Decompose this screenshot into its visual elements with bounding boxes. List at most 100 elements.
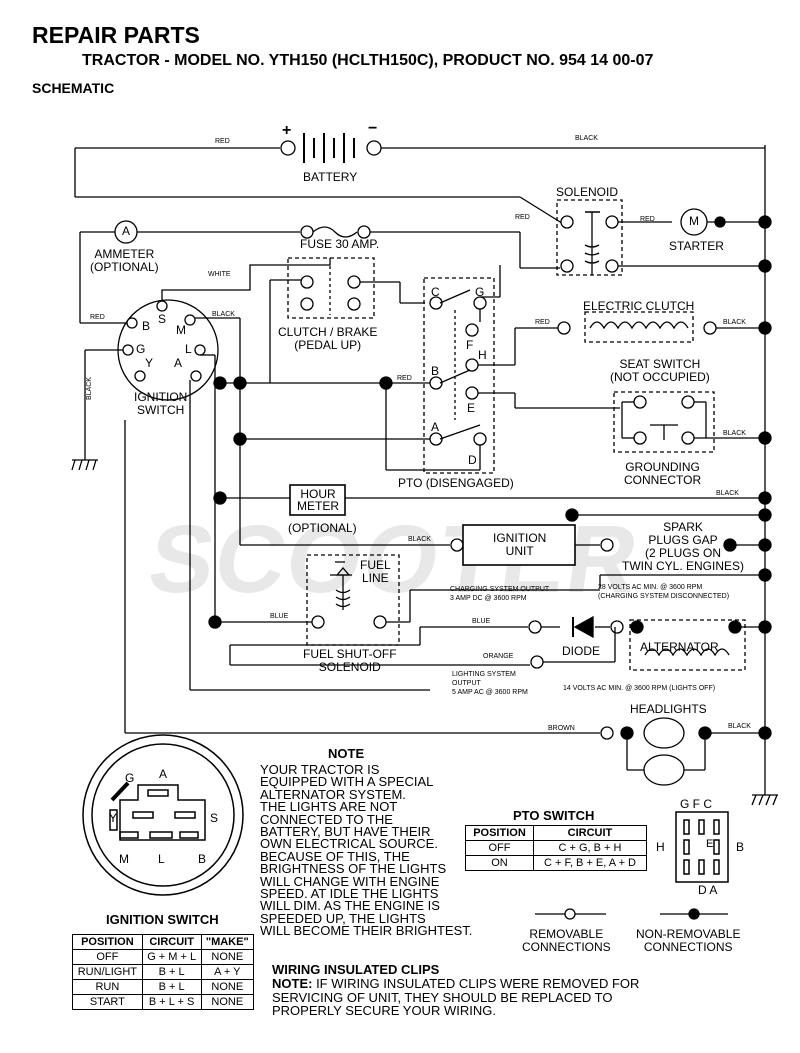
- pto-diagram-top: G F C: [680, 797, 712, 811]
- table-row: ON C + F, B + E, A + D: [465, 855, 648, 871]
- volts28-note: 28 VOLTS AC MIN. @ 3600 RPM (CHARGING SY…: [598, 584, 730, 600]
- ign-col-make: "MAKE": [200, 934, 255, 950]
- pto-switch-table: POSITION CIRCUIT OFF C + G, B + H ON C +…: [465, 825, 648, 871]
- wire-label: RED: [640, 216, 655, 223]
- pto-col-position: POSITION: [465, 825, 534, 841]
- pto-pin-c: C: [431, 285, 440, 299]
- note-line: THE LIGHTS ARE NOT: [260, 799, 398, 815]
- starter-label: STARTER: [669, 239, 724, 253]
- fuel-solenoid-label: FUEL SHUT-OFF SOLENOID: [303, 647, 397, 674]
- section-heading: SCHEMATIC: [32, 80, 115, 96]
- battery-plus: +: [282, 122, 292, 139]
- pto-pin-b: B: [431, 364, 440, 378]
- alternator-label: ALTERNATOR: [640, 640, 719, 654]
- note-line: WILL DIM. AS THE ENGINE IS: [260, 898, 440, 914]
- charging-output-note: CHARGING SYSTEM OUTPUT 3 AMP DC @ 3600 R…: [450, 586, 550, 602]
- table-cell: C + G, B + H: [532, 840, 648, 856]
- ign-diagram-a: A: [159, 767, 168, 781]
- note-line: WILL BECOME THEIR BRIGHTEST.: [260, 923, 473, 939]
- pto-table-title: PTO SWITCH: [513, 808, 595, 823]
- note-line: BECAUSE OF THIS, THE: [260, 848, 410, 864]
- wire-label: BLACK: [716, 490, 739, 497]
- legend-removable: REMOVABLE CONNECTIONS: [522, 927, 611, 954]
- battery-label: BATTERY: [303, 170, 358, 184]
- wire-label: BROWN: [548, 725, 575, 732]
- table-cell: RUN: [72, 979, 143, 995]
- wire-label: RED: [215, 138, 230, 145]
- wire-label: RED: [535, 319, 550, 326]
- table-cell: B + L: [141, 979, 202, 995]
- electric-clutch-label: ELECTRIC CLUTCH: [583, 299, 695, 313]
- wire-label: BLACK: [728, 723, 751, 730]
- wire-label: RED: [90, 314, 105, 321]
- table-cell: A + Y: [200, 964, 255, 980]
- spark-plugs-label: SPARK PLUGS GAP (2 PLUGS ON TWIN CYL. EN…: [622, 520, 745, 573]
- grounding-connector-label: GROUNDING CONNECTOR: [624, 460, 702, 487]
- pto-pin-h: H: [478, 348, 487, 362]
- table-cell: B + L + S: [141, 994, 202, 1010]
- note-line: WILL CHANGE WITH ENGINE: [260, 873, 440, 889]
- table-cell: OFF: [72, 949, 143, 965]
- table-cell: B + L: [141, 964, 202, 980]
- ignition-switch-label: IGNITION SWITCH: [134, 390, 188, 417]
- ign-diagram-m: M: [119, 852, 129, 866]
- table-row: START B + L + S NONE: [72, 994, 255, 1010]
- table-row: OFF C + G, B + H: [465, 840, 648, 856]
- solenoid-label: SOLENOID: [556, 185, 619, 199]
- ign-pin-a: A: [174, 356, 183, 370]
- pto-diagram-left: H: [656, 840, 665, 854]
- lighting-output-note: LIGHTING SYSTEM OUTPUT 5 AMP AC @ 3600 R…: [452, 671, 528, 696]
- pto-col-circuit: CIRCUIT: [532, 825, 648, 841]
- note-line: EQUIPPED WITH A SPECIAL: [260, 774, 434, 790]
- ignition-switch-table: POSITION CIRCUIT "MAKE" OFF G + M + L NO…: [72, 934, 255, 1010]
- table-cell: C + F, B + E, A + D: [532, 855, 648, 871]
- hour-meter-optional: (OPTIONAL): [288, 521, 357, 535]
- table-cell: RUN/LIGHT: [72, 964, 143, 980]
- ammeter-symbol: A: [122, 224, 131, 238]
- note-line: SPEEDED UP, THE LIGHTS: [260, 910, 426, 926]
- volts14-note: 14 VOLTS AC MIN. @ 3600 RPM (LIGHTS OFF): [563, 685, 716, 692]
- pto-diagram-right: B: [736, 840, 745, 854]
- ign-pin-s: S: [158, 312, 167, 326]
- ign-diagram-l: L: [158, 852, 165, 866]
- table-cell: OFF: [465, 840, 534, 856]
- ign-diagram-g: G: [125, 771, 135, 785]
- note-line: SPEED. AT IDLE THE LIGHTS: [260, 886, 439, 902]
- pto-pin-d: D: [468, 453, 477, 467]
- ground-symbol-right: [751, 794, 778, 806]
- page-title: REPAIR PARTS: [32, 22, 200, 48]
- wire-label: BLACK: [723, 319, 746, 326]
- ign-pin-y: Y: [145, 356, 154, 370]
- fuel-line-label: FUEL LINE: [360, 558, 391, 585]
- table-row: RUN/LIGHT B + L A + Y: [72, 964, 255, 980]
- pto-diagram-center: E: [706, 838, 714, 850]
- ign-pin-g: G: [136, 342, 146, 356]
- wire-label: RED: [515, 214, 530, 221]
- ignition-table-title: IGNITION SWITCH: [106, 912, 219, 927]
- pto-diagram-bottom: D A: [698, 883, 718, 897]
- seat-switch-label: SEAT SWITCH (NOT OCCUPIED): [610, 357, 710, 384]
- battery-minus: −: [368, 120, 378, 137]
- ign-pin-m: M: [176, 323, 186, 337]
- wire-label: WHITE: [208, 271, 231, 278]
- battery-plates: [303, 133, 355, 163]
- table-cell: G + M + L: [141, 949, 202, 965]
- table-row: OFF G + M + L NONE: [72, 949, 255, 965]
- fuse-label: FUSE 30 AMP.: [300, 237, 380, 251]
- clutch-brake-label: CLUTCH / BRAKE (PEDAL UP): [278, 325, 378, 352]
- clips-note-text: IF WIRING INSULATED CLIPS WERE REMOVED F…: [272, 976, 640, 1018]
- diode-label: DIODE: [562, 644, 601, 658]
- pto-pin-g: G: [475, 285, 485, 299]
- headlights-label: HEADLIGHTS: [630, 702, 707, 716]
- ignition-unit-label: IGNITION UNIT: [493, 531, 547, 558]
- pto-pin-a: A: [431, 420, 440, 434]
- wire-label: BLUE: [270, 613, 289, 620]
- table-row: RUN B + L NONE: [72, 979, 255, 995]
- legend-nonremovable: NON-REMOVABLE CONNECTIONS: [636, 927, 741, 954]
- starter-symbol: M: [689, 214, 699, 228]
- ign-pin-l: L: [185, 342, 192, 356]
- note-title: NOTE: [328, 746, 365, 761]
- pto-pin-f: F: [466, 338, 474, 352]
- table-cell: NONE: [200, 949, 255, 965]
